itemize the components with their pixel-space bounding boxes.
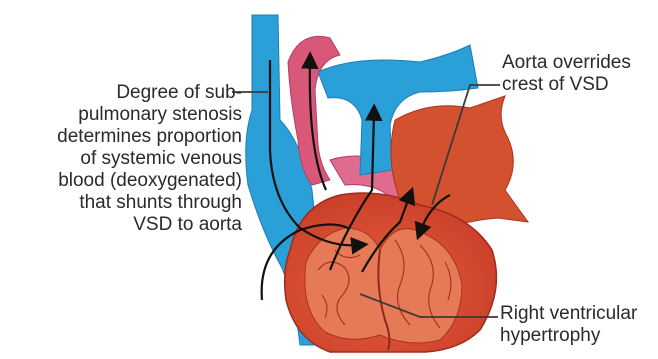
label-line: Aorta overrides — [502, 52, 631, 74]
label-line: blood (deoxygenated) — [57, 170, 242, 192]
label-line: determines proportion — [57, 126, 242, 148]
label-line: crest of VSD — [502, 74, 631, 96]
label-line: Degree of sub- — [57, 82, 242, 104]
label-line: that shunts through — [57, 192, 242, 214]
label-line: of systemic venous — [57, 148, 242, 170]
label-aorta-overrides: Aorta overrides crest of VSD — [502, 52, 631, 96]
label-line: VSD to aorta — [57, 214, 242, 236]
label-line: pulmonary stenosis — [57, 104, 242, 126]
label-right-ventricular-hypertrophy: Right ventricular hypertrophy — [500, 303, 637, 347]
label-subpulmonary-stenosis: Degree of sub- pulmonary stenosis determ… — [57, 82, 242, 236]
label-line: Right ventricular — [500, 303, 637, 325]
label-line: hypertrophy — [500, 325, 637, 347]
